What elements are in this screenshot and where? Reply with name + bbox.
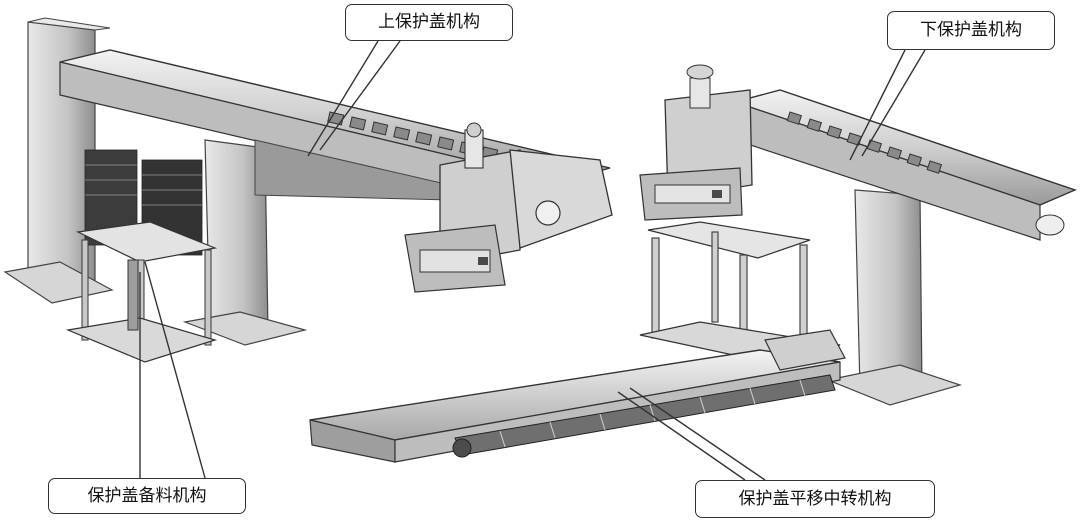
label-cover-supply-mechanism: 保护盖备料机构 bbox=[48, 478, 246, 514]
left-front-column-base bbox=[182, 311, 308, 346]
supply-base bbox=[65, 317, 218, 363]
leader-upper-2 bbox=[319, 40, 401, 151]
left-column-base bbox=[3, 261, 114, 304]
upper-cover-gantry bbox=[3, 17, 613, 346]
leader-lower-2 bbox=[861, 49, 926, 157]
leader-lines bbox=[139, 40, 926, 481]
supply-table bbox=[75, 221, 218, 263]
leader-transfer-2 bbox=[629, 387, 766, 481]
label-cover-transfer-mechanism: 保护盖平移中转机构 bbox=[695, 480, 935, 518]
right-column bbox=[854, 189, 923, 391]
label-lower-cover-mechanism: 下保护盖机构 bbox=[887, 11, 1055, 50]
cover-supply-unit bbox=[65, 149, 218, 363]
lower-cover-gantry bbox=[639, 64, 1077, 406]
label-upper-cover-mechanism: 上保护盖机构 bbox=[345, 4, 513, 41]
transfer-unit bbox=[309, 221, 846, 463]
leader-lower bbox=[849, 49, 906, 161]
leader-transfer bbox=[617, 391, 746, 481]
leader-upper bbox=[307, 40, 379, 157]
transfer-frame-top bbox=[647, 221, 811, 259]
leader-supply-2 bbox=[144, 261, 206, 479]
right-column-base bbox=[825, 364, 963, 406]
transfer-slide bbox=[764, 329, 846, 371]
